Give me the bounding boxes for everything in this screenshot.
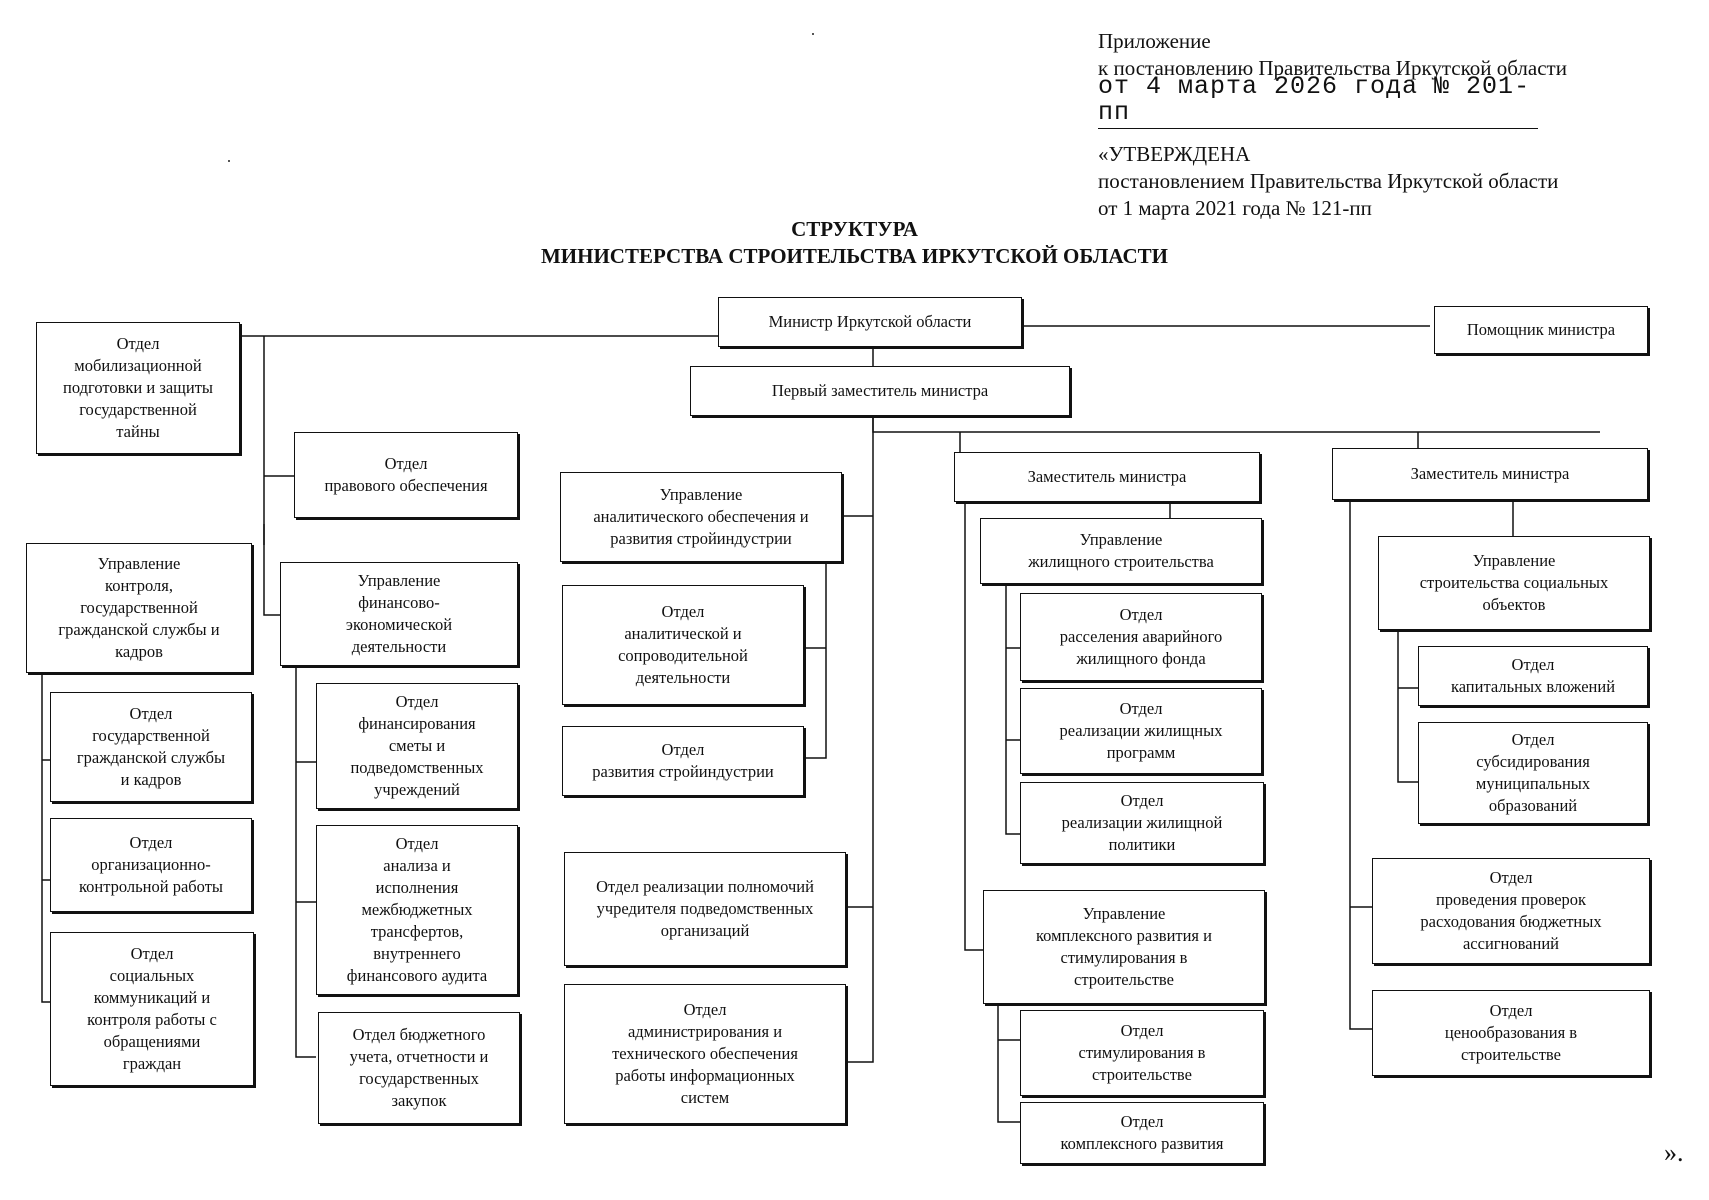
scan-speck: [812, 33, 814, 35]
civil-service-dept-box: Отдел государственной гражданской службы…: [50, 692, 252, 802]
mobilization-dept-box: Отдел мобилизационной подготовки и защит…: [36, 322, 240, 454]
appendix-label: Приложение: [1098, 29, 1211, 53]
budget-audits-dept-box: Отдел проведения проверок расходования б…: [1372, 858, 1650, 964]
interbudget-transfers-dept-box: Отдел анализа и исполнения межбюджетных …: [316, 825, 518, 995]
complex-development-management-box: Управление комплексного развития и стиму…: [983, 890, 1265, 1004]
it-systems-dept-box: Отдел администрирования и технического о…: [564, 984, 846, 1124]
emergency-housing-resettlement-dept-box: Отдел расселения аварийного жилищного фо…: [1020, 593, 1262, 681]
approved-date: от 1 марта 2021 года № 121-пп: [1098, 196, 1372, 220]
assistant-box: Помощник министра: [1434, 306, 1648, 354]
analytics-management-box: Управление аналитического обеспечения и …: [560, 472, 842, 562]
minister-box: Министр Иркутской области: [718, 297, 1022, 347]
stimulation-dept-box: Отдел стимулирования в строительстве: [1020, 1010, 1264, 1096]
housing-construction-management-box: Управление жилищного строительства: [980, 518, 1262, 584]
analytics-support-dept-box: Отдел аналитической и сопроводительной д…: [562, 585, 804, 705]
legal-dept-box: Отдел правового обеспечения: [294, 432, 518, 518]
org-control-dept-box: Отдел организационно- контрольной работы: [50, 818, 252, 912]
social-facilities-management-box: Управление строительства социальных объе…: [1378, 536, 1650, 630]
fin-econ-management-box: Управление финансово- экономической деят…: [280, 562, 518, 666]
deputy-minister-2-box: Заместитель министра: [1332, 448, 1648, 500]
closing-quote: ».: [1664, 1138, 1684, 1167]
construction-pricing-dept-box: Отдел ценообразования в строительстве: [1372, 990, 1650, 1076]
scan-speck: [228, 160, 230, 162]
construction-industry-dept-box: Отдел развития стройиндустрии: [562, 726, 804, 796]
resolution-stamp: от 4 марта 2026 года № 201-пп: [1098, 74, 1538, 129]
control-management-box: Управление контроля, государственной гра…: [26, 543, 252, 673]
first-deputy-box: Первый заместитель министра: [690, 366, 1070, 416]
complex-development-dept-box: Отдел комплексного развития: [1020, 1102, 1264, 1164]
housing-programs-dept-box: Отдел реализации жилищных программ: [1020, 688, 1262, 774]
social-communications-dept-box: Отдел социальных коммуникаций и контроля…: [50, 932, 254, 1086]
approved-label: «УТВЕРЖДЕНА: [1098, 142, 1251, 166]
appendix-resolution: к постановлению Правительства Иркутской …: [1098, 56, 1567, 80]
capital-investments-dept-box: Отдел капитальных вложений: [1418, 646, 1648, 706]
approved-by: постановлением Правительства Иркутской о…: [1098, 169, 1559, 193]
diagram-title-line2: МИНИСТЕРСТВА СТРОИТЕЛЬСТВА ИРКУТСКОЙ ОБЛ…: [540, 244, 1169, 268]
diagram-title-line1: СТРУКТУРА: [791, 217, 918, 241]
budget-accounting-dept-box: Отдел бюджетного учета, отчетности и гос…: [318, 1012, 520, 1124]
document-header: Приложение к постановлению Правительства…: [1098, 28, 1658, 222]
founder-powers-dept-box: Отдел реализации полномочий учредителя п…: [564, 852, 846, 966]
housing-policy-dept-box: Отдел реализации жилищной политики: [1020, 782, 1264, 864]
municipal-subsidies-dept-box: Отдел субсидирования муниципальных образ…: [1418, 722, 1648, 824]
deputy-minister-1-box: Заместитель министра: [954, 452, 1260, 502]
financing-estimates-dept-box: Отдел финансирования сметы и подведомств…: [316, 683, 518, 809]
